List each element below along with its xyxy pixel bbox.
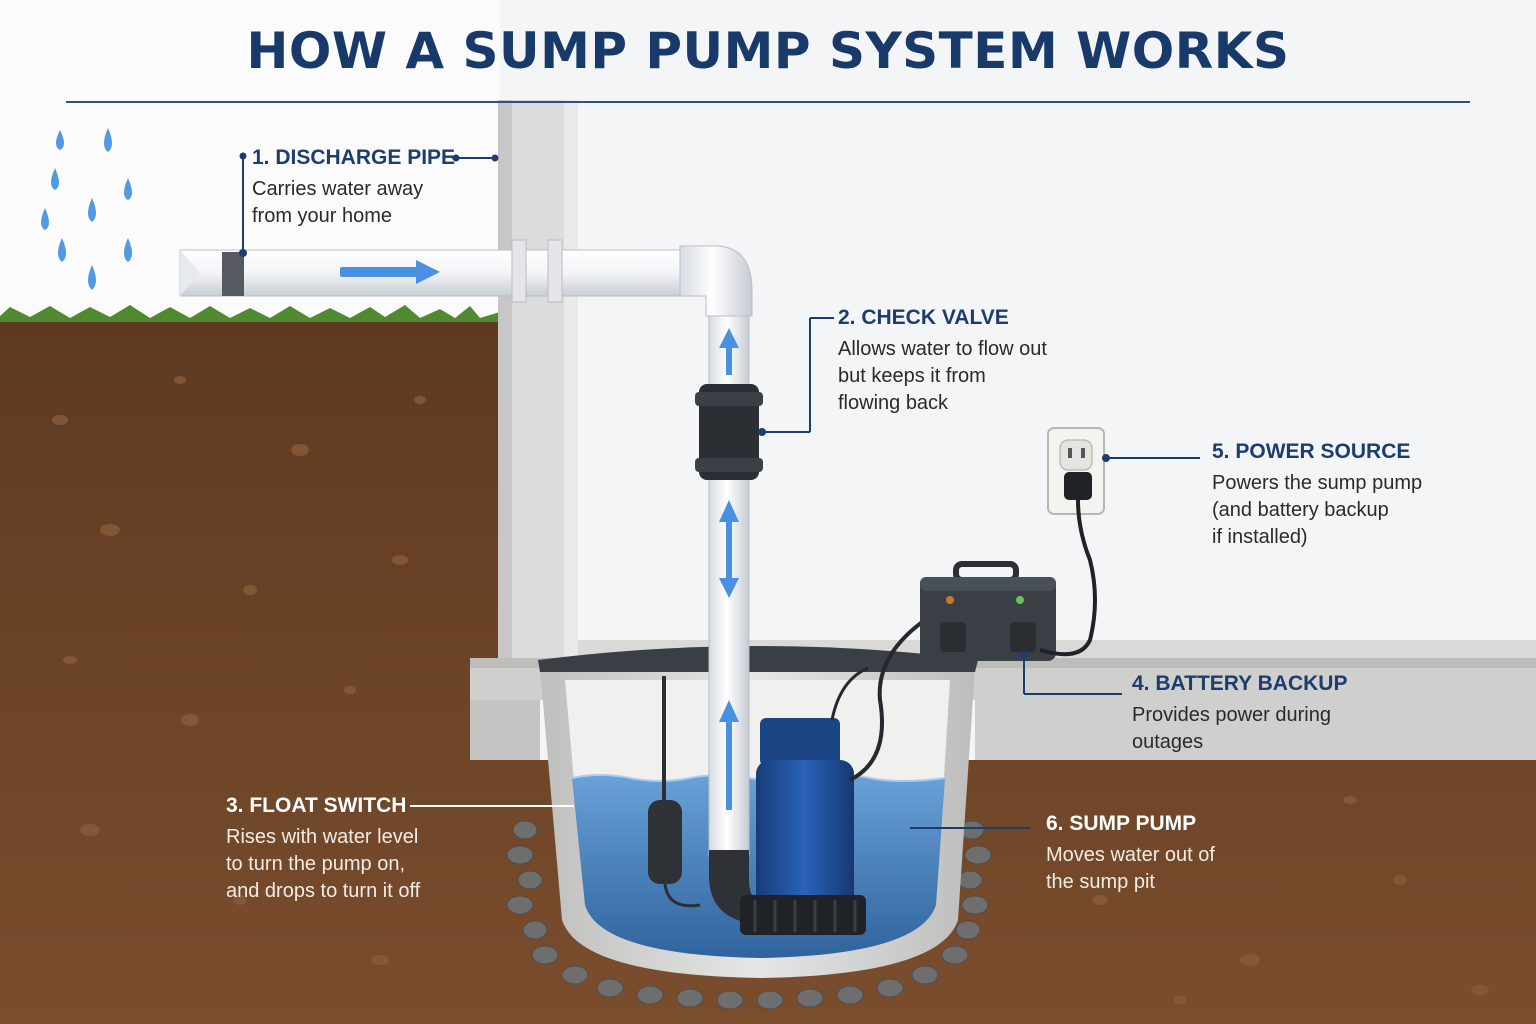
raindrop-icon [41, 128, 132, 290]
pump-base [740, 895, 866, 935]
discharge-pipe-horizontal [179, 249, 721, 297]
float-switch [648, 800, 682, 884]
label-description: Powers the sump pump (and battery backup… [1212, 472, 1423, 548]
check-valve-body [699, 384, 759, 480]
grass [0, 305, 500, 322]
label-heading: 3. FLOAT SWITCH [226, 794, 407, 817]
gravel-bed [506, 820, 992, 1010]
label-description: Allows water to flow out but keeps it fr… [838, 338, 1047, 414]
label-description: Moves water out of the sump pit [1046, 844, 1215, 893]
label-sump-pump: 6. SUMP PUMP Moves water out of the sump… [1046, 812, 1215, 896]
label-heading: 1. DISCHARGE PIPE [252, 146, 456, 169]
soil [0, 320, 1536, 1024]
label-heading: 5. POWER SOURCE [1212, 440, 1411, 463]
label-float-switch: 3. FLOAT SWITCH Rises with water level t… [226, 794, 420, 905]
pipe-end-cap [222, 252, 244, 296]
pump-handle [760, 718, 840, 766]
page-title: HOW A SUMP PUMP SYSTEM WORKS [246, 22, 1290, 80]
label-check-valve: 2. CHECK VALVE Allows water to flow out … [838, 306, 1047, 417]
sump-pump-body [756, 760, 854, 910]
label-power-source: 5. POWER SOURCE Powers the sump pump (an… [1212, 440, 1422, 551]
power-plug [1064, 472, 1092, 500]
label-description: Carries water away from your home [252, 178, 424, 227]
label-heading: 6. SUMP PUMP [1046, 812, 1197, 835]
soil-texture [52, 376, 1489, 1004]
pipe-elbow [679, 245, 753, 317]
label-description: Provides power during outages [1132, 704, 1331, 753]
label-heading: 2. CHECK VALVE [838, 306, 1009, 329]
pit-lid [538, 646, 978, 672]
label-description: Rises with water level to turn the pump … [226, 826, 421, 902]
flow-arrow-icon [340, 260, 739, 810]
leader-lines [239, 152, 1200, 829]
label-heading: 4. BATTERY BACKUP [1132, 672, 1348, 695]
label-discharge-pipe: 1. DISCHARGE PIPE Carries water away fro… [252, 146, 455, 230]
label-battery-backup: 4. BATTERY BACKUP Provides power during … [1132, 672, 1347, 756]
